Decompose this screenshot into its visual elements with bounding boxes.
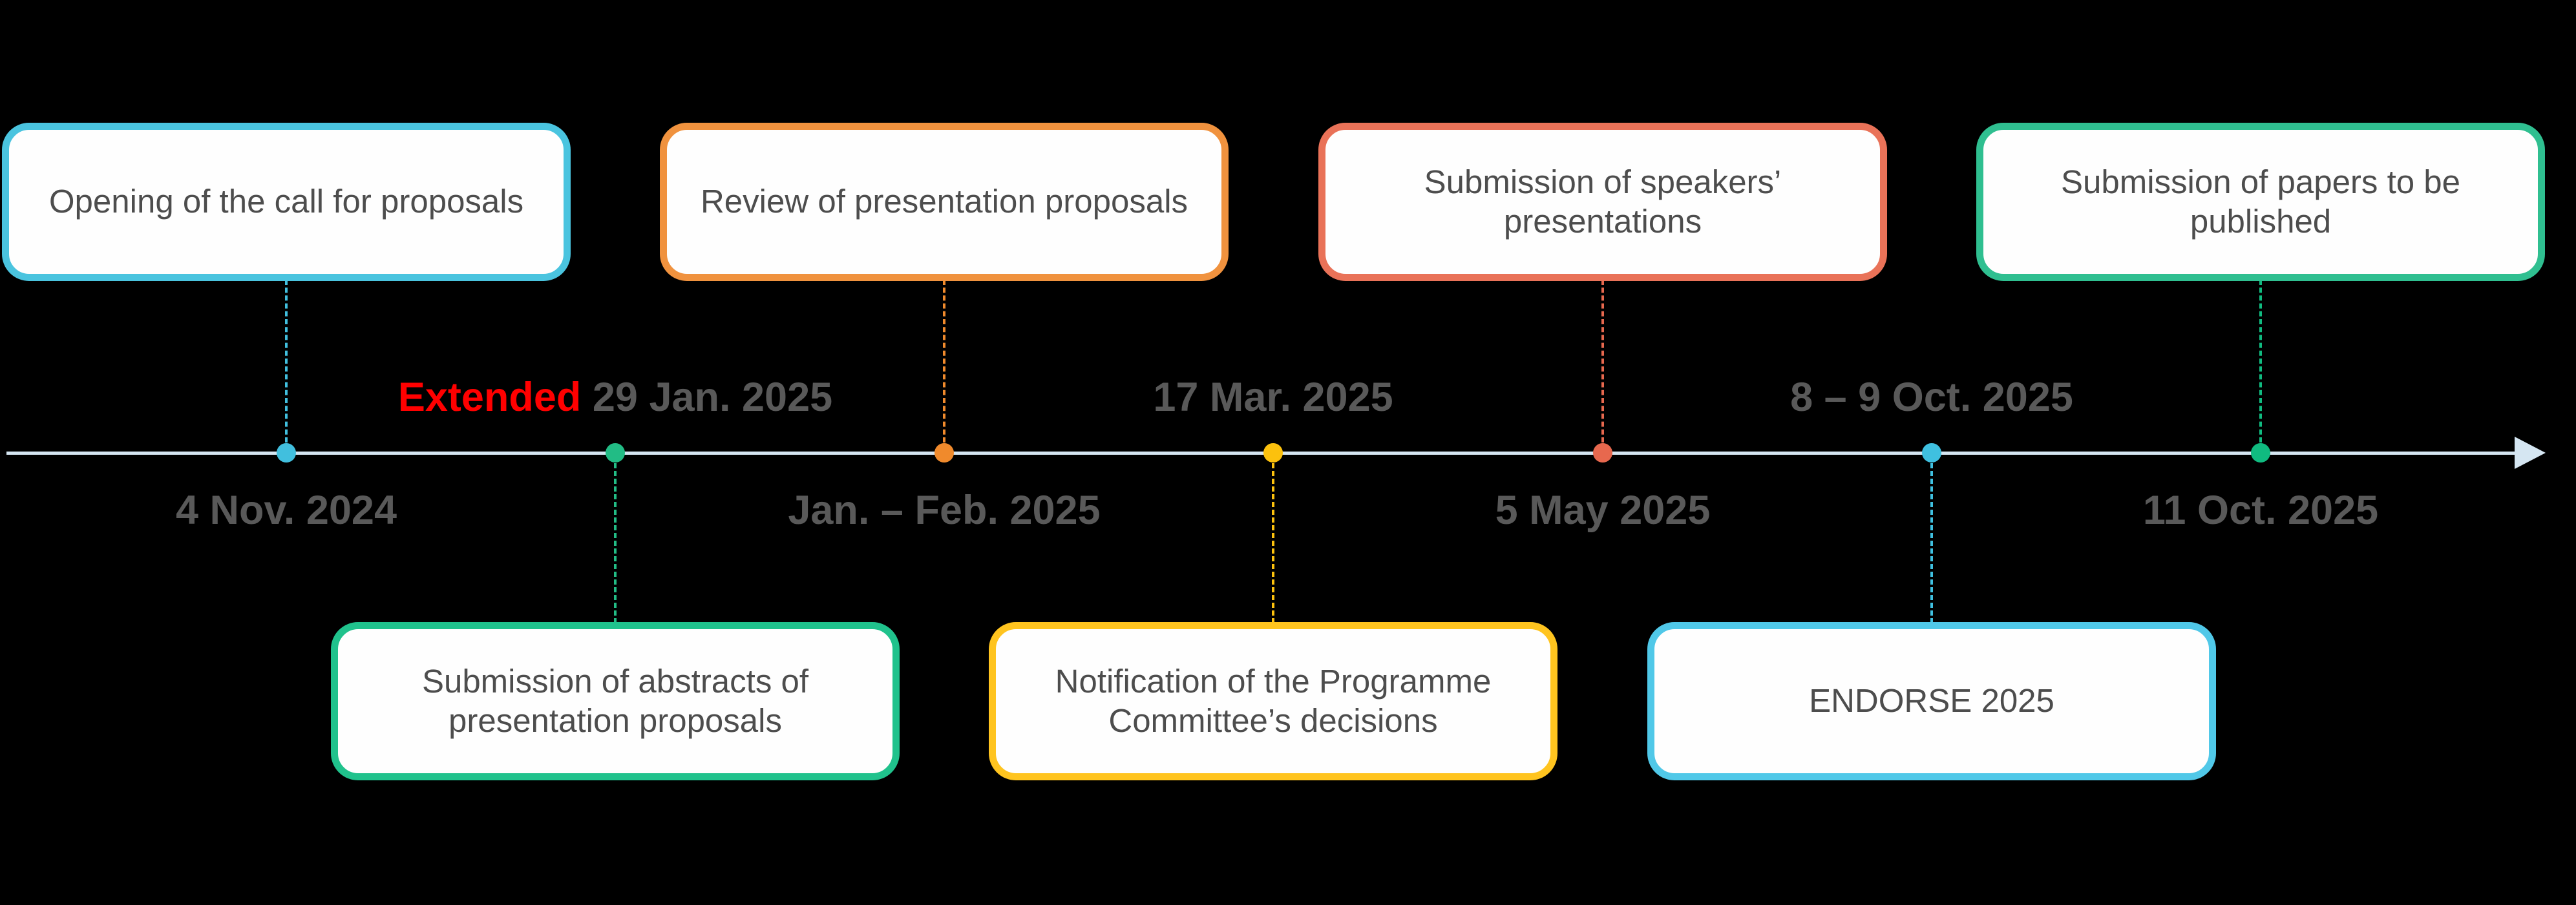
connector-line (1272, 463, 1274, 623)
date-label: Jan. – Feb. 2025 (788, 487, 1101, 533)
event-box: Submission of abstracts of presentation … (331, 622, 900, 780)
event-box-label: Review of presentation proposals (700, 183, 1188, 220)
extended-prefix: Extended (397, 374, 582, 420)
event-box-label: ENDORSE 2025 (1809, 682, 2054, 720)
timeline-line (6, 452, 2517, 455)
arrow-right-icon (2515, 437, 2546, 469)
timeline-dot (1593, 443, 1612, 463)
event-box-label: Notification of the Programme Committee’… (1055, 663, 1492, 739)
date-label: 17 Mar. 2025 (1153, 374, 1393, 420)
date-label: 4 Nov. 2024 (175, 487, 397, 533)
event-box: Submission of papers to be published (1976, 123, 2545, 281)
connector-line (285, 280, 288, 442)
connector-line (1930, 463, 1933, 623)
connector-line (614, 463, 617, 623)
event-box: Review of presentation proposals (660, 123, 1229, 281)
timeline-dot (2251, 443, 2270, 463)
event-box: ENDORSE 2025 (1647, 622, 2216, 780)
event-box-label: Submission of abstracts of presentation … (421, 663, 809, 739)
event-box-label: Submission of speakers’ presentations (1424, 163, 1782, 240)
event-box: Submission of speakers’ presentations (1318, 123, 1887, 281)
event-box-label: Submission of papers to be published (2060, 163, 2461, 240)
timeline-dot (606, 443, 625, 463)
date-label: 8 – 9 Oct. 2025 (1790, 374, 2073, 420)
event-box-label: Opening of the call for proposals (48, 183, 524, 220)
connector-line (943, 280, 945, 442)
date-label: 5 May 2025 (1495, 487, 1711, 533)
event-box: Opening of the call for proposals (2, 123, 571, 281)
timeline-dot (1922, 443, 1941, 463)
connector-line (2259, 280, 2262, 442)
timeline-dot (277, 443, 296, 463)
timeline-dot (934, 443, 954, 463)
connector-line (1601, 280, 1604, 442)
event-box: Notification of the Programme Committee’… (989, 622, 1557, 780)
date-label: Extended 29 Jan. 2025 (397, 374, 833, 420)
date-label: 11 Oct. 2025 (2142, 487, 2379, 533)
timeline-dot (1263, 443, 1283, 463)
